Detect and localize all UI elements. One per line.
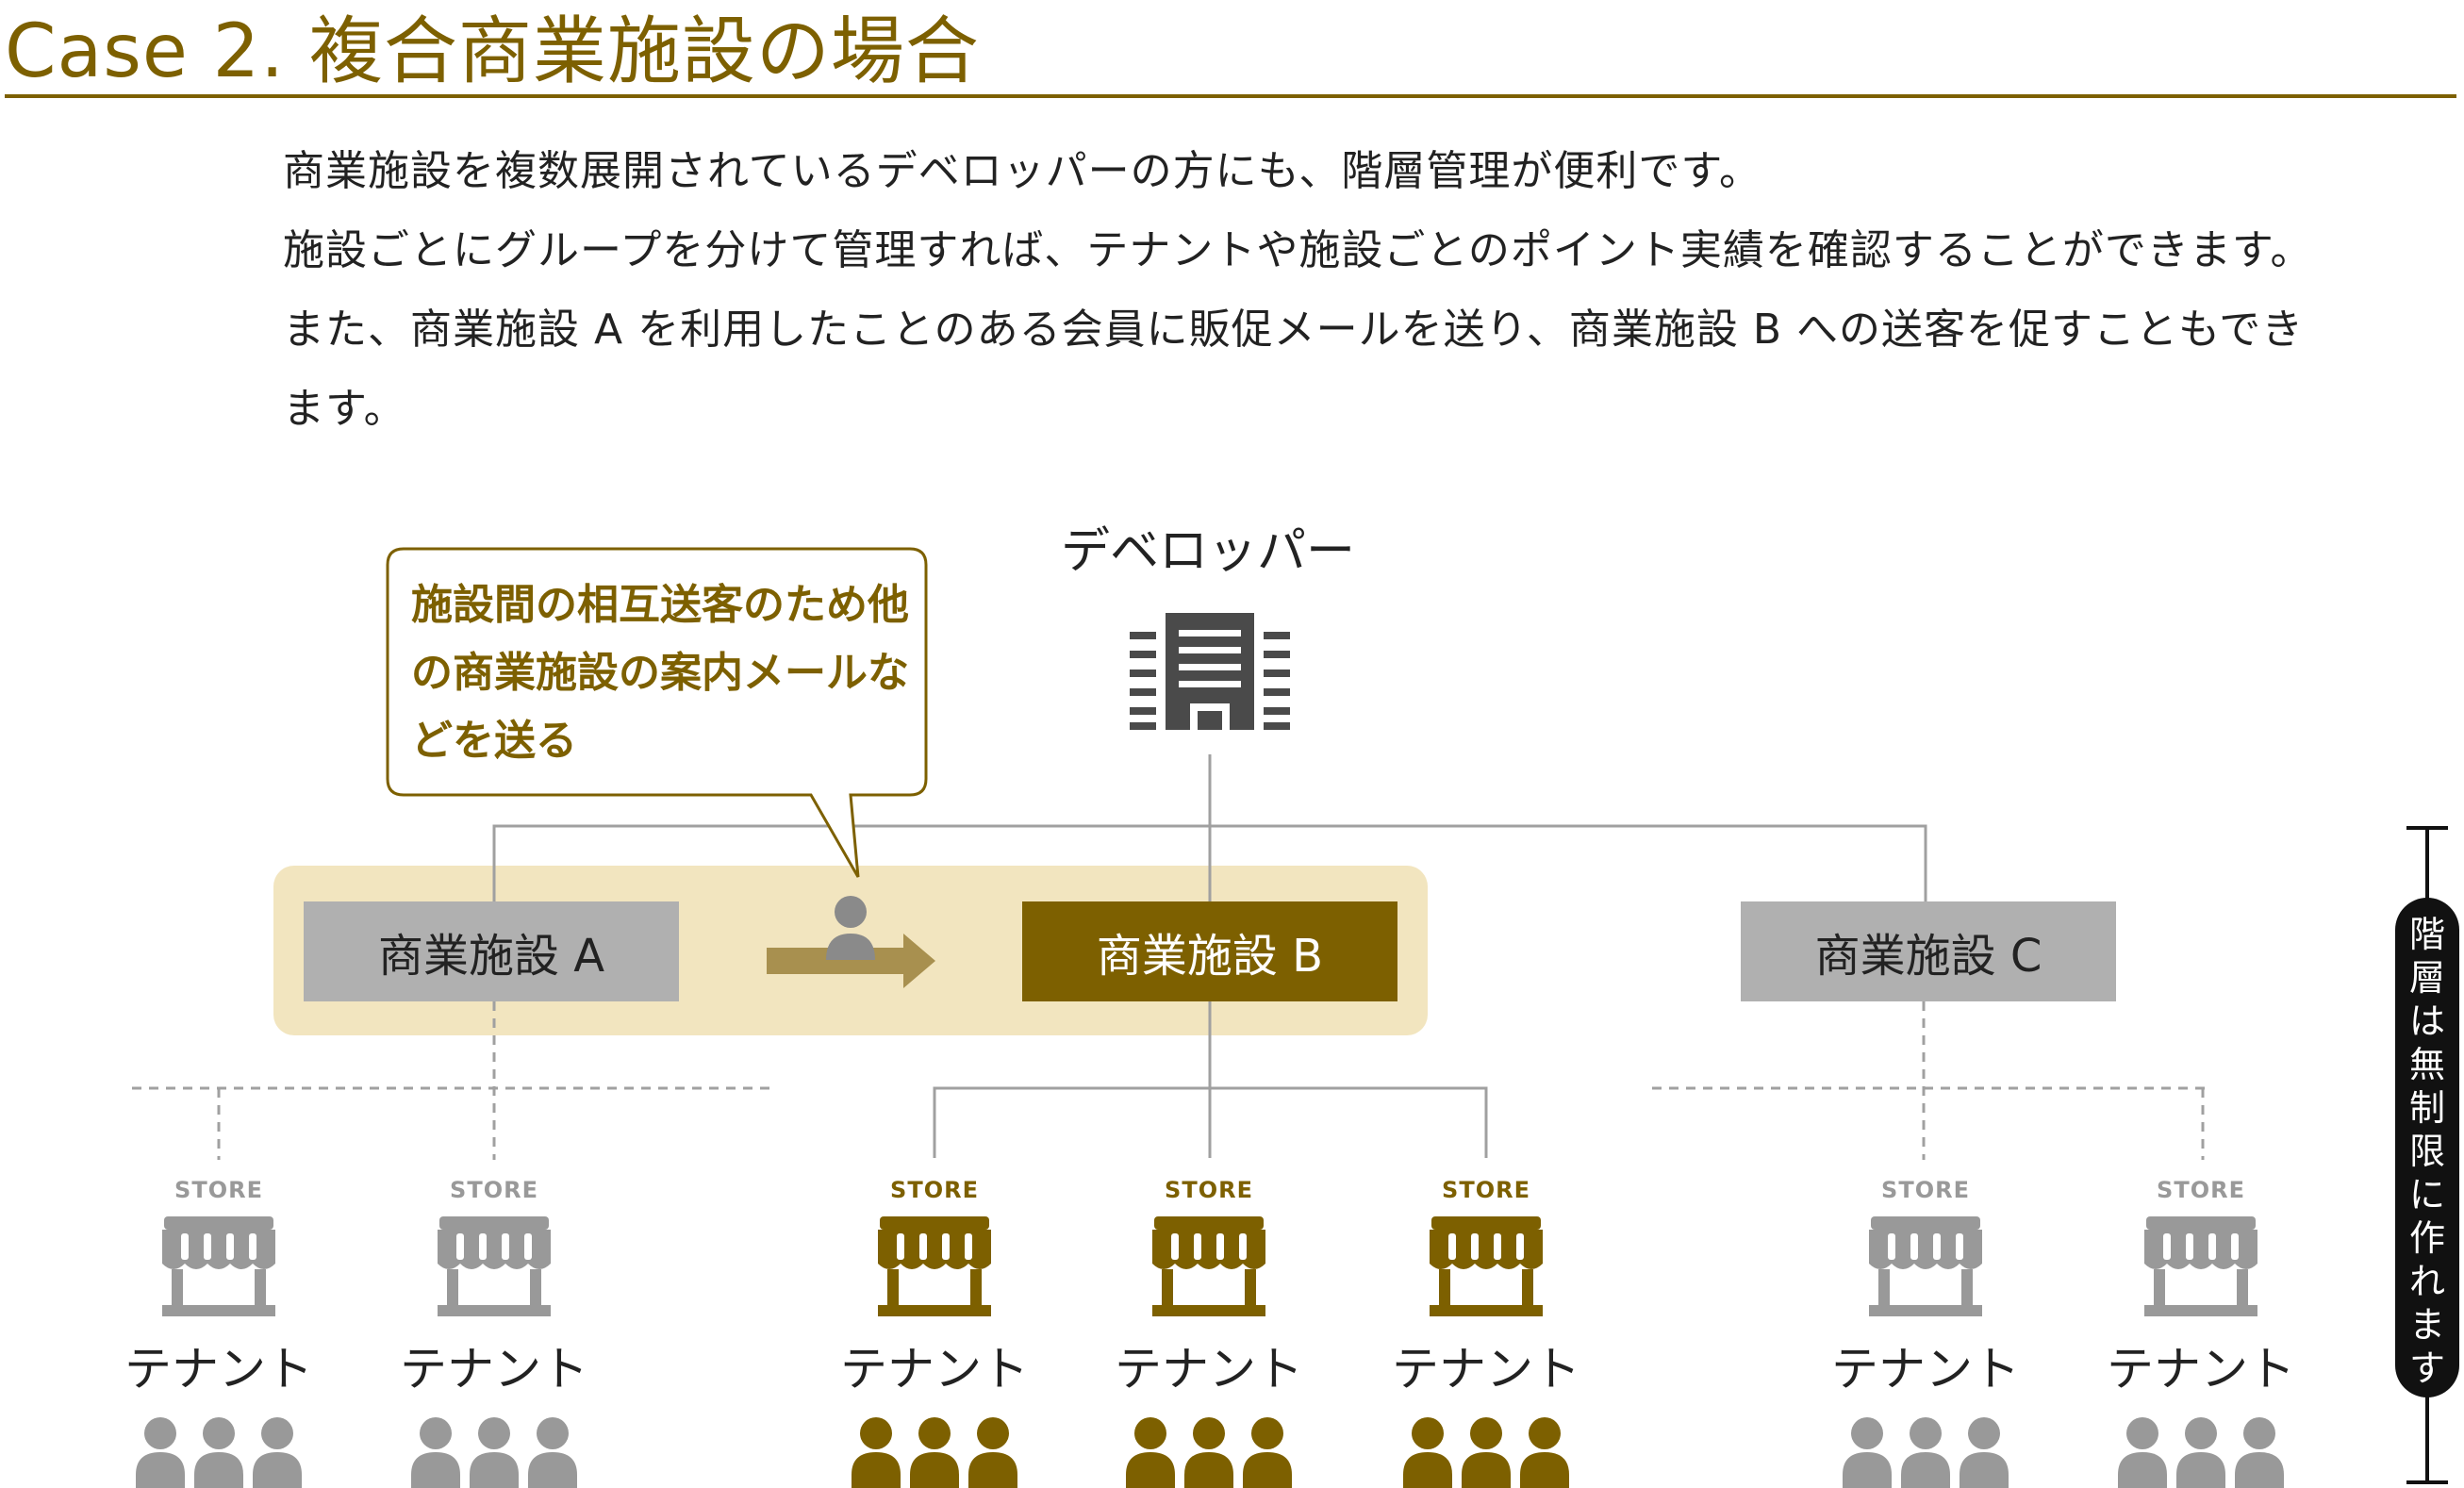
- side-note-char: ま: [2408, 1304, 2445, 1346]
- store-icon: [162, 1216, 275, 1316]
- facility-a-box: 商業施設 A: [304, 901, 679, 1001]
- side-note-char: す: [2408, 1347, 2445, 1389]
- side-note-text: 階層は無制限に作れます: [2395, 913, 2459, 1390]
- description: 商業施設を複数展開されているデベロッパーの方にも、階層管理が便利です。 施設ごと…: [283, 132, 2452, 449]
- store-badge-label: STORE: [1442, 1177, 1530, 1203]
- store-badge-label: STORE: [450, 1177, 538, 1203]
- description-line: 施設ごとにグループを分けて管理すれば、テナントや施設ごとのポイント実績を確認する…: [283, 226, 2313, 274]
- callout-text: 施設間の相互送客のため他の商業施設の案内メールなどを送る: [411, 581, 909, 765]
- office-building-icon: [1130, 613, 1290, 730]
- store-icon: [438, 1216, 551, 1316]
- store-badge-label: STORE: [2157, 1177, 2245, 1203]
- developer-label: デベロッパー: [1061, 523, 1356, 580]
- side-note-char: れ: [2408, 1261, 2445, 1302]
- side-note-char: 作: [2408, 1217, 2445, 1259]
- customer-group-icon: [2118, 1417, 2284, 1488]
- description-line: また、商業施設 A を利用したことのある会員に販促メールを送り、商業施設 B へ…: [283, 306, 2305, 354]
- customer-group-icon: [411, 1417, 577, 1488]
- store-icon: [1869, 1216, 1982, 1316]
- tenant-icons: [136, 1216, 2284, 1488]
- customer-group-icon: [1403, 1417, 1569, 1488]
- tenant-label: テナント: [1831, 1342, 2020, 1397]
- page-title: Case 2. 複合商業施設の場合: [5, 9, 980, 94]
- side-note-char: 層: [2408, 957, 2445, 999]
- side-note-char: に: [2408, 1174, 2445, 1215]
- store-icon: [1430, 1216, 1543, 1316]
- store-icon: [2144, 1216, 2257, 1316]
- customer-group-icon: [1126, 1417, 1292, 1488]
- tenant-label: テナント: [400, 1342, 588, 1397]
- tenant-label: テナント: [124, 1342, 313, 1397]
- side-note-char: 限: [2408, 1131, 2445, 1172]
- store-badge-label: STORE: [1165, 1177, 1253, 1203]
- facility-c-box: 商業施設 C: [1741, 901, 2116, 1001]
- side-note-char: は: [2408, 1000, 2445, 1042]
- callout-bubble: [386, 547, 928, 878]
- tenant-label: テナント: [840, 1342, 1029, 1397]
- side-note-bar: [2395, 898, 2459, 1397]
- connector-line: [492, 824, 1927, 903]
- tenant-label: テナント: [1392, 1342, 1580, 1397]
- connector-line: [933, 1086, 1488, 1158]
- store-icon: [1152, 1216, 1265, 1316]
- customer-group-icon: [852, 1417, 1017, 1488]
- store-badge-label: STORE: [174, 1177, 263, 1203]
- customer-group-icon: [136, 1417, 302, 1488]
- tenant-label: テナント: [1115, 1342, 1303, 1397]
- description-line: ます。: [283, 385, 406, 433]
- tenant-label: テナント: [2107, 1342, 2295, 1397]
- store-badge-label: STORE: [1881, 1177, 1970, 1203]
- side-note-char: 制: [2408, 1087, 2445, 1129]
- title-divider: [5, 94, 2456, 98]
- store-icon: [878, 1216, 991, 1316]
- customer-transfer-arrow-icon: [767, 896, 935, 988]
- customer-group-icon: [1843, 1417, 2009, 1488]
- side-note-char: 無: [2408, 1044, 2445, 1085]
- description-line: 商業施設を複数展開されているデベロッパーの方にも、階層管理が便利です。: [283, 147, 1761, 195]
- facility-b-box: 商業施設 B: [1022, 901, 1397, 1001]
- store-badge-label: STORE: [890, 1177, 979, 1203]
- side-note-char: 階: [2408, 914, 2445, 955]
